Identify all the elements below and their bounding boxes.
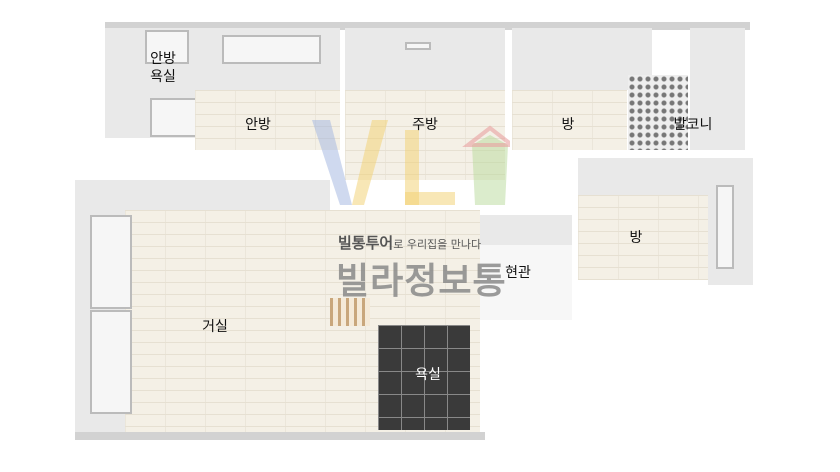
outer-wall-bottom	[75, 432, 485, 440]
stairs	[330, 298, 370, 326]
room-label-entrance: 현관	[505, 265, 531, 281]
watermark-brand: 빌라정보통	[336, 261, 507, 302]
room-label-master-bedroom: 안방	[245, 117, 271, 133]
vli-logo-watermark	[312, 120, 510, 205]
balcony-wall	[690, 28, 745, 150]
room-label-kitchen: 주방	[412, 117, 438, 133]
room-label-bathroom: 욕실	[415, 367, 441, 383]
kitchen-wall	[345, 28, 505, 90]
balcony-floor	[628, 75, 688, 150]
entrance-floor	[480, 245, 572, 320]
master-bath-vanity	[145, 30, 189, 64]
room-top-floor	[512, 90, 627, 150]
living-room-wall	[100, 180, 330, 210]
room-right-floor	[578, 195, 708, 280]
room-label-balcony: 발코니	[673, 117, 713, 133]
outer-wall-top	[105, 22, 750, 30]
master-bedroom-window	[222, 35, 321, 64]
room-right-window	[716, 185, 734, 269]
bathroom-floor	[378, 325, 470, 430]
room-label-living-room: 거실	[202, 319, 228, 335]
kitchen-window	[405, 42, 431, 50]
living-room-window-2	[90, 310, 132, 414]
entrance-wall	[480, 215, 572, 245]
tagline-bold: 빌통투어	[338, 234, 394, 252]
room-label-room-top: 방	[561, 117, 575, 133]
tagline-rest: 로 우리집을 만나다	[393, 238, 482, 251]
master-bedroom-floor	[195, 90, 340, 150]
room-label-room-right: 방	[629, 230, 643, 246]
watermark-tagline: 빌통투어로 우리집을 만나다	[338, 232, 481, 253]
room-label-master-bath: 안방 욕실	[150, 51, 176, 85]
living-room-window-1	[90, 215, 132, 309]
